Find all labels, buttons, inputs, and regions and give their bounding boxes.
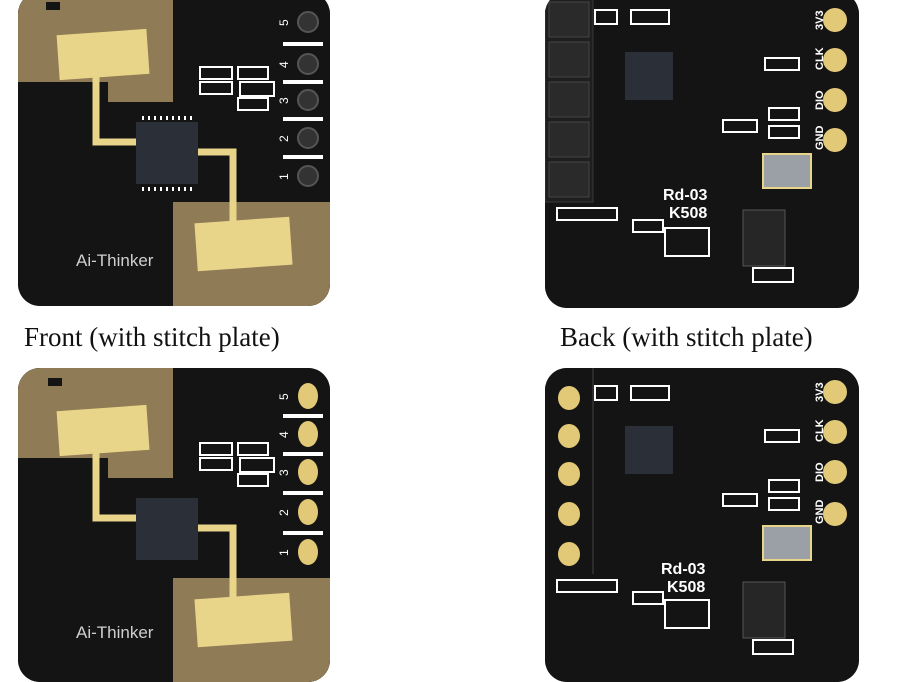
pin-label-gnd: GND: [814, 500, 826, 525]
pin-label-clk: CLK: [814, 47, 826, 70]
pin-label-dio: DIO: [814, 90, 826, 110]
antenna-patch: [56, 28, 150, 81]
pin-label: 1: [277, 549, 291, 556]
front-board-bottom: 5 4 3 2 1 Ai-Thinker: [18, 368, 330, 682]
pin-label: 4: [277, 431, 291, 438]
model-label: Rd-03: [663, 187, 708, 204]
pin-header: [283, 11, 323, 187]
back-board-top: 3V3 CLK DIO GND Rd-03 K508: [545, 0, 859, 308]
stitch-pads: [283, 383, 323, 565]
front-caption: Front (with stitch plate): [24, 322, 280, 352]
ai-thinker-logo: Ai-Thinker: [76, 623, 154, 642]
pin-label: 5: [277, 393, 291, 400]
back-caption: Back (with stitch plate): [560, 322, 813, 352]
pin-label: 4: [277, 61, 291, 68]
radar-chip: [136, 122, 198, 184]
pin-label: 5: [277, 19, 291, 26]
pin-label-clk: CLK: [814, 419, 826, 442]
pin-label: 2: [277, 135, 291, 142]
back-board-bottom: 3V3 CLK DIO GND Rd-03 K508: [545, 368, 859, 682]
code-label: K508: [667, 579, 705, 596]
pin-label: 1: [277, 173, 291, 180]
front-board-top: 5 4 3 2 1 Ai-Thinker: [18, 0, 330, 306]
code-label: K508: [669, 205, 707, 222]
stitch-pads: [558, 386, 580, 566]
pin-label-gnd: GND: [814, 126, 826, 151]
pin-pads: [823, 8, 847, 152]
pin-label-dio: DIO: [814, 462, 826, 482]
pin-label: 2: [277, 509, 291, 516]
pin-label-3v3: 3V3: [814, 382, 826, 402]
pin-label-3v3: 3V3: [814, 10, 826, 30]
pin-label: 3: [277, 97, 291, 104]
pin-label: 3: [277, 469, 291, 476]
ai-thinker-logo: Ai-Thinker: [76, 251, 154, 270]
model-label: Rd-03: [661, 561, 706, 578]
